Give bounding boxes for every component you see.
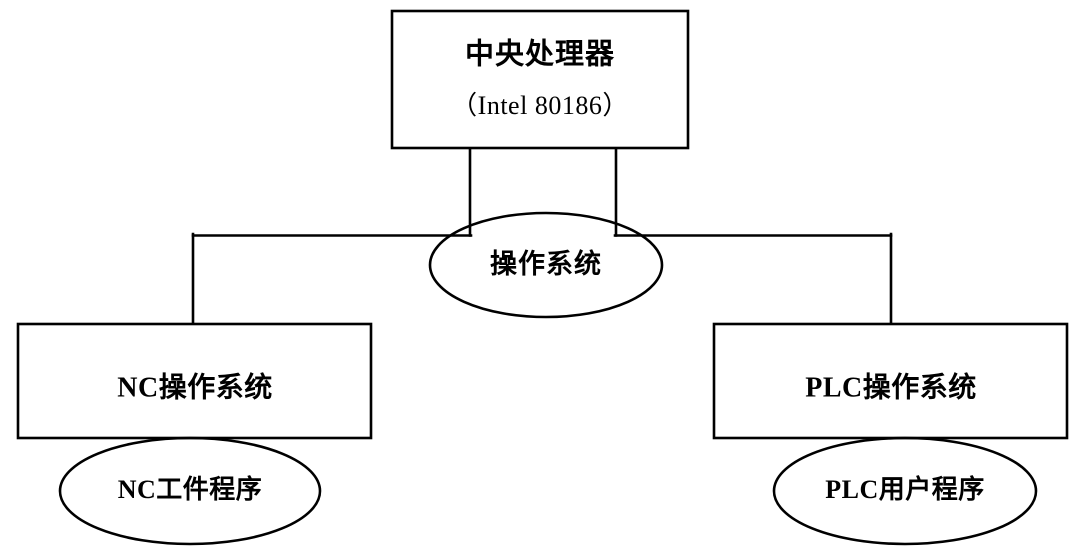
node-plc-os[interactable]: PLC操作系统 — [712, 322, 1069, 440]
plc-program-label: PLC用户程序 — [825, 474, 985, 504]
nc-os-box[interactable] — [16, 322, 373, 440]
nc-os-label: NC操作系统 — [117, 370, 272, 403]
os-ellipse[interactable] — [428, 211, 664, 319]
plc-os-label: PLC操作系统 — [805, 370, 977, 403]
cpu-box[interactable] — [390, 9, 690, 150]
node-nc-os[interactable]: NC操作系统 — [16, 322, 373, 440]
cpu-subtitle-label: （Intel 80186） — [451, 91, 629, 120]
connector-group — [191, 146, 893, 327]
plc-os-box[interactable] — [712, 322, 1069, 440]
node-plc-program[interactable]: PLC用户程序 — [772, 436, 1038, 546]
cpu-title-label: 中央处理器 — [465, 38, 615, 71]
nc-program-ellipse[interactable] — [58, 436, 322, 546]
os-label: 操作系统 — [490, 248, 602, 279]
node-nc-program[interactable]: NC工件程序 — [58, 436, 322, 546]
node-os[interactable]: 操作系统 — [428, 211, 664, 319]
nc-program-label: NC工件程序 — [118, 474, 263, 504]
plc-program-ellipse[interactable] — [772, 436, 1038, 546]
node-cpu[interactable]: 中央处理器 （Intel 80186） — [390, 9, 690, 150]
